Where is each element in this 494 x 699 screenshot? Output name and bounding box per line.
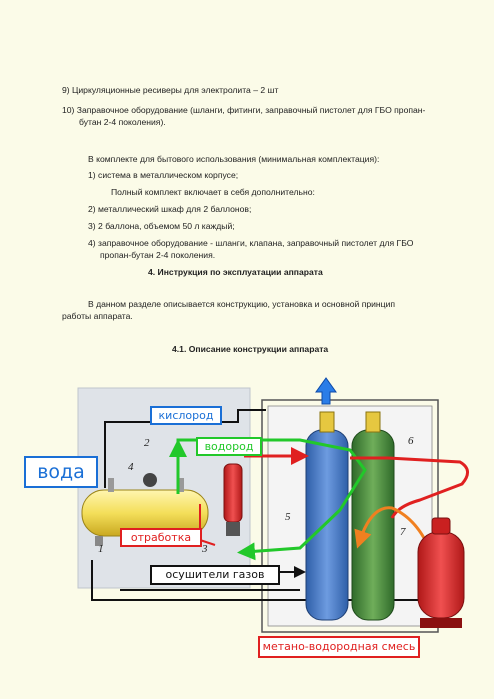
num-4: 4 <box>128 461 134 473</box>
kit-item-1: 1) система в металлическом корпусе; <box>88 170 239 180</box>
label-hydrogen: водород <box>196 437 262 456</box>
num-7: 7 <box>400 526 406 538</box>
kit-item-2: 2) металлический шкаф для 2 баллонов; <box>88 204 252 214</box>
mixture-tank <box>417 531 465 619</box>
label-waste: отработка <box>120 528 202 547</box>
kit-item-4-cont: пропан-бутан 2-4 поколения. <box>100 250 216 260</box>
full-kit-line: Полный комплект включает в себя дополнит… <box>111 187 315 197</box>
cabinet-frame <box>261 399 439 633</box>
blue-cylinder <box>305 429 349 621</box>
num-2: 2 <box>144 437 150 449</box>
list-item-10-cont: бутан 2-4 поколения). <box>79 117 166 127</box>
small-receiver <box>223 463 243 523</box>
kit-item-3: 3) 2 баллона, объемом 50 л каждый; <box>88 221 235 231</box>
label-water: вода <box>24 456 98 488</box>
list-item-9: 9) Циркуляционные ресиверы для электроли… <box>62 85 279 95</box>
list-item-10: 10) Заправочное оборудование (шланги, фи… <box>62 105 426 115</box>
exhaust-arrow <box>315 377 337 405</box>
section-heading-4-1: 4.1. Описание конструкции аппарата <box>172 344 329 354</box>
intro-paragraph-cont: работы аппарата. <box>62 311 133 321</box>
kit-item-4: 4) заправочное оборудование - шланги, кл… <box>88 238 414 248</box>
num-1: 1 <box>98 543 104 555</box>
label-oxygen: кислород <box>150 406 222 425</box>
pipe-oxygen-line <box>104 421 150 488</box>
num-5: 5 <box>285 511 291 523</box>
gauge <box>143 473 157 487</box>
kit-title: В комплекте для бытового использования (… <box>88 154 380 164</box>
intro-paragraph: В данном разделе описывается конструкцию… <box>88 299 396 309</box>
num-6: 6 <box>408 435 414 447</box>
label-methane-hydrogen-mix: метано-водородная смесь <box>258 636 420 658</box>
section-heading-4: 4. Инструкция по эксплуатации аппарата <box>148 267 323 277</box>
num-3: 3 <box>201 543 208 555</box>
label-gas-dryers: осушители газов <box>150 565 280 585</box>
